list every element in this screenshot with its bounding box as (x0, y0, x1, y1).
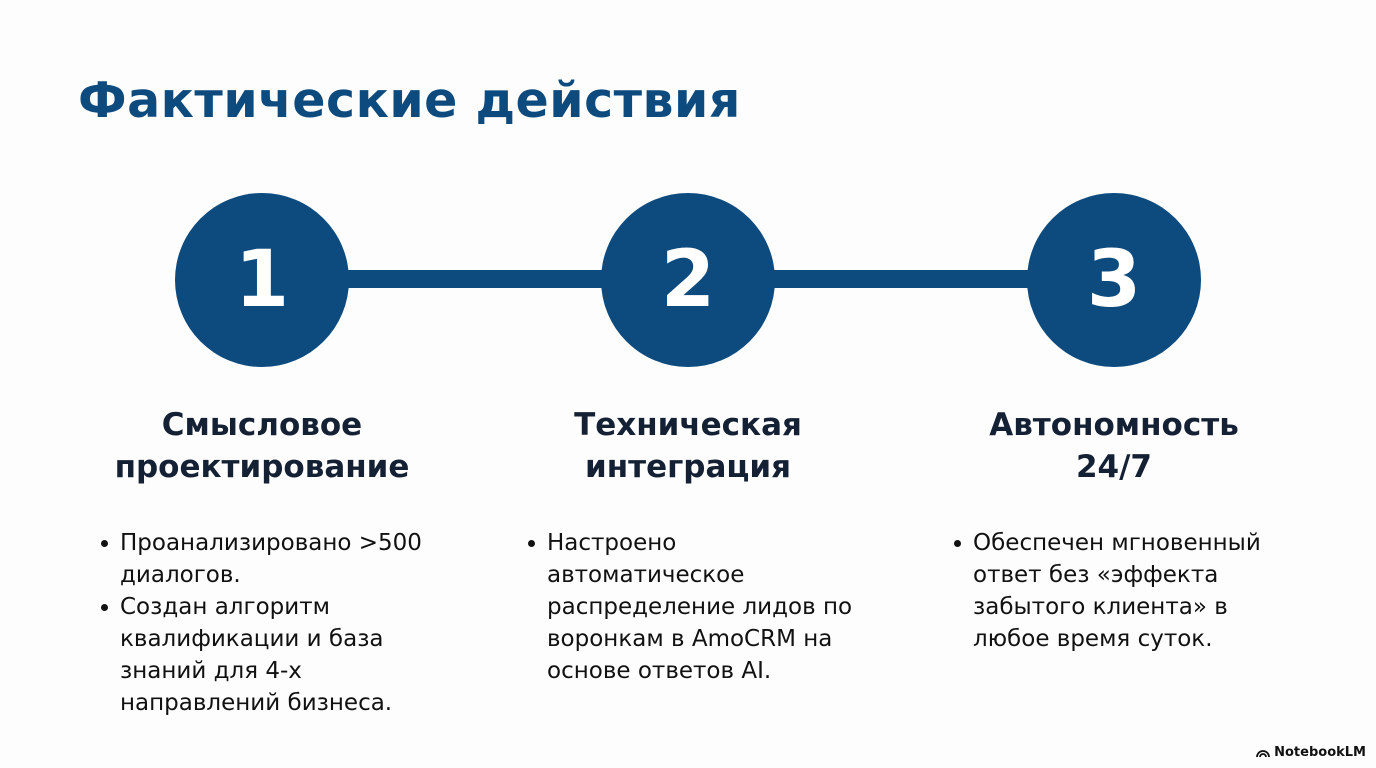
notebooklm-icon (1256, 750, 1271, 758)
step-3-circle: 3 (1027, 193, 1201, 367)
step-3-heading: Автономность 24/7 (989, 407, 1239, 485)
step-2-heading: Техническая интеграция (574, 407, 802, 485)
step-1-circle: 1 (175, 193, 349, 367)
bullet-item: Проанализировано >500 диалогов. (101, 527, 460, 591)
bullet-item: Создан алгоритм квалификации и база знан… (101, 591, 420, 719)
slide-title: Фактические действия (78, 72, 741, 129)
bullet-item: Обеспечен мгновенный ответ без «эффекта … (954, 527, 1293, 655)
step-1-heading: Смысловое проектирование (114, 407, 410, 485)
brand-label: NotebookLM (1274, 745, 1366, 760)
step-2-circle: 2 (601, 193, 775, 367)
step-1-bullets: Проанализировано >500 диалогов. Создан а… (100, 527, 460, 719)
step-3-bullets: Обеспечен мгновенный ответ без «эффекта … (953, 527, 1313, 655)
step-2-bullets: Настроено автоматическое распределение л… (527, 527, 887, 687)
bullet-item: Настроено автоматическое распределение л… (528, 527, 872, 687)
notebooklm-logo: NotebookLM (1256, 745, 1366, 760)
